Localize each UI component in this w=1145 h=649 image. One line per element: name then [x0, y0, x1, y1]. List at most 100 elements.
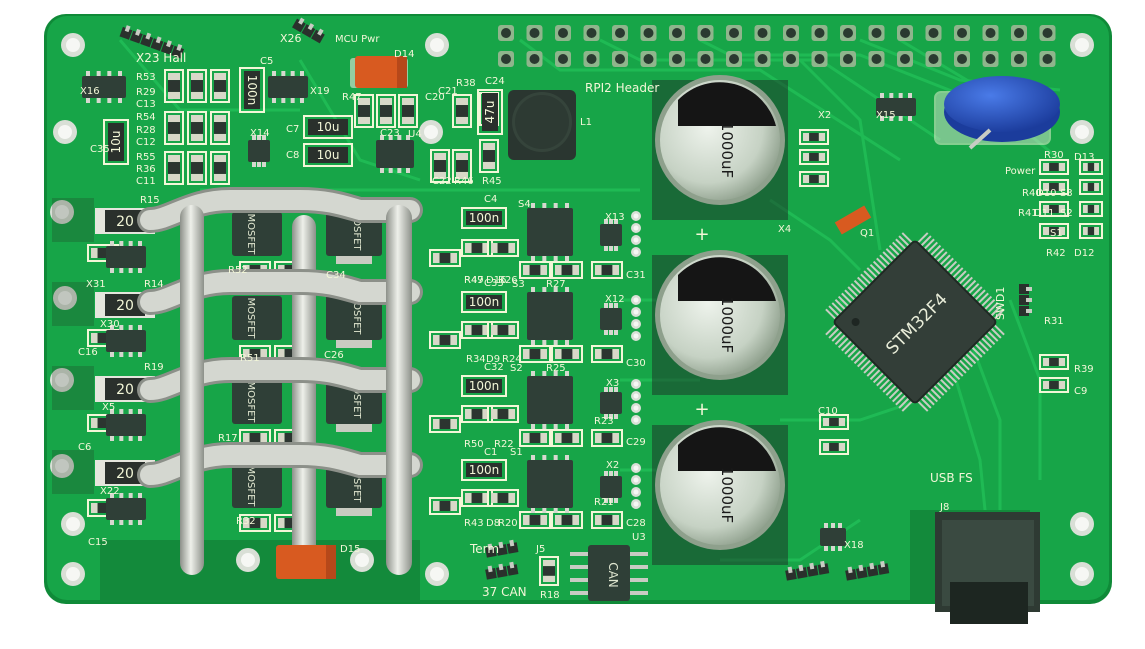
- header-pin-hole: [757, 28, 768, 38]
- smd-resistor: [551, 261, 583, 279]
- resistor-body: [497, 493, 509, 503]
- ref-label: X30: [100, 319, 120, 330]
- resistor-outline: [487, 239, 519, 257]
- smd-resistor: [819, 439, 849, 455]
- current-sense-3-pin: [128, 519, 133, 525]
- header-pin-hole: [529, 28, 540, 38]
- ref-label: R19: [144, 362, 164, 373]
- ref-label: Power: [1005, 166, 1036, 177]
- mcu-pin: [974, 343, 986, 355]
- ref-label: C22: [432, 176, 452, 187]
- bulk-capacitors: 1000uF+1000uF+1000uF: [652, 75, 788, 565]
- resistor-outline: [591, 345, 623, 363]
- ic-x15-pin: [908, 93, 912, 99]
- smd-resistor: [1039, 354, 1069, 370]
- resistor-pad-b: [612, 515, 619, 525]
- mcu-pin: [977, 292, 989, 304]
- ref-label: R23: [594, 416, 614, 427]
- resistor-outline: [479, 139, 499, 173]
- resistor-body: [497, 409, 509, 419]
- test-pad-hole: [633, 297, 639, 303]
- resistor-pad-b: [1058, 358, 1065, 366]
- mounting-hole-drill: [66, 38, 80, 52]
- resistor-body: [561, 349, 573, 359]
- usb-connector-j8: [935, 512, 1040, 624]
- current-sense-0: [106, 241, 146, 273]
- sot-3-pin: [604, 497, 608, 503]
- resistor-pad-a: [483, 143, 495, 151]
- resistor-pad-a: [1043, 163, 1050, 171]
- smd-resistor: [1079, 159, 1103, 175]
- resistor-body: [471, 325, 483, 335]
- smd-resistor: [1039, 159, 1069, 175]
- smd-resistor: [210, 151, 230, 185]
- resistor-outline: [519, 429, 551, 447]
- resistor-pad-a: [214, 73, 226, 81]
- cap-c8-outline: [303, 143, 353, 167]
- smd-resistor: [479, 139, 499, 173]
- cap-c5: 100n: [239, 67, 265, 113]
- resistor-body: [529, 433, 541, 443]
- mcu-pin: [980, 336, 993, 349]
- mcu-pin: [872, 260, 885, 273]
- ref-label: X2: [606, 460, 619, 471]
- resistor-outline: [799, 149, 829, 165]
- resistor-body: [439, 501, 451, 511]
- resistor-pad-b: [214, 133, 226, 141]
- smd-resistor: [519, 261, 551, 279]
- pin-header-pin: [317, 28, 324, 36]
- resistor-outline: [239, 514, 271, 532]
- resistor-pad-a: [803, 133, 810, 141]
- resistor-pad-b: [450, 335, 457, 345]
- ref-label: X5: [102, 402, 115, 413]
- resistor-body: [471, 493, 483, 503]
- resistor-body: [214, 122, 226, 134]
- mcu-pin: [860, 273, 872, 285]
- ic-x16-pin: [118, 97, 122, 103]
- gate-driver-1-pin: [542, 287, 547, 293]
- smd-resistor: [164, 69, 184, 103]
- mounting-hole-drill: [66, 517, 80, 531]
- ic-x18-pin: [838, 545, 842, 551]
- resistor-pad-a: [523, 349, 530, 359]
- mcu-pin: [955, 362, 967, 374]
- smd-resistor: [591, 345, 623, 363]
- resistor-pad-a: [278, 518, 285, 528]
- ref-label: D8: [486, 518, 500, 529]
- resistor-pad-b: [838, 443, 845, 451]
- mcu-pin: [936, 251, 948, 263]
- wire-bend: [140, 190, 420, 230]
- cap-100n-3-outline: [461, 459, 507, 481]
- can-pin: [628, 578, 648, 582]
- resistor-pad-b: [168, 133, 180, 141]
- cap-c5-outline: [239, 67, 265, 113]
- cap-c8-label: 10u: [317, 148, 340, 162]
- mosfet-high-tab: [336, 508, 372, 516]
- resistor-pad-a: [243, 349, 250, 359]
- ref-label: R21: [594, 497, 614, 508]
- current-sense-2-pin: [119, 435, 124, 441]
- wire-bend: [140, 272, 420, 312]
- resistor-pad-b: [838, 418, 845, 426]
- resistor-body: [809, 153, 819, 161]
- resistor-body: [543, 566, 555, 576]
- resistor-body: [829, 418, 839, 426]
- shunt-label: 20: [116, 298, 134, 314]
- resistor-pad-a: [1043, 381, 1050, 389]
- header-pin-hole: [643, 54, 654, 64]
- can-pin: [628, 565, 648, 569]
- mosfet-high-label: MOSFET: [351, 461, 362, 503]
- mcu-pin: [980, 295, 993, 308]
- resistor-body: [561, 265, 573, 275]
- mcu-pwr-label: MCU Pwr: [335, 34, 380, 45]
- gate-driver-2-pin: [565, 371, 569, 377]
- resistor-body: [601, 515, 613, 525]
- test-pad-hole: [633, 213, 639, 219]
- resistor-outline: [551, 345, 583, 363]
- ref-label: R53: [136, 72, 156, 83]
- pin-header-body: [506, 564, 519, 576]
- resistor-body: [249, 349, 261, 359]
- header-pin-hole: [786, 28, 796, 38]
- resistor-pad-a: [523, 265, 530, 275]
- ic-u4-pin: [380, 167, 384, 173]
